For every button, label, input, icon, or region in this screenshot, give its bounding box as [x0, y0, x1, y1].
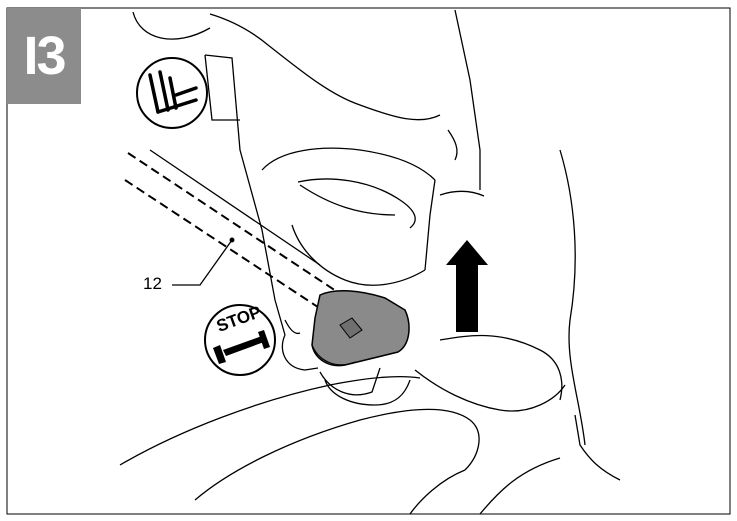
step-label: I3 [23, 26, 66, 86]
callout-12-leader [172, 237, 235, 286]
arrow-up-icon [446, 240, 488, 332]
car-seat-recline-icon [136, 57, 208, 129]
seatbelt-dashed-lines [124, 152, 346, 316]
stop-lock-icon [204, 304, 276, 376]
seat-line-art [119, 9, 621, 515]
callout-label-12: 12 [143, 274, 162, 293]
step-badge: I3 [7, 8, 81, 104]
figure-border [6, 7, 731, 515]
seatbelt-guide-lines [149, 149, 321, 266]
belt-latch-grip [281, 289, 410, 396]
